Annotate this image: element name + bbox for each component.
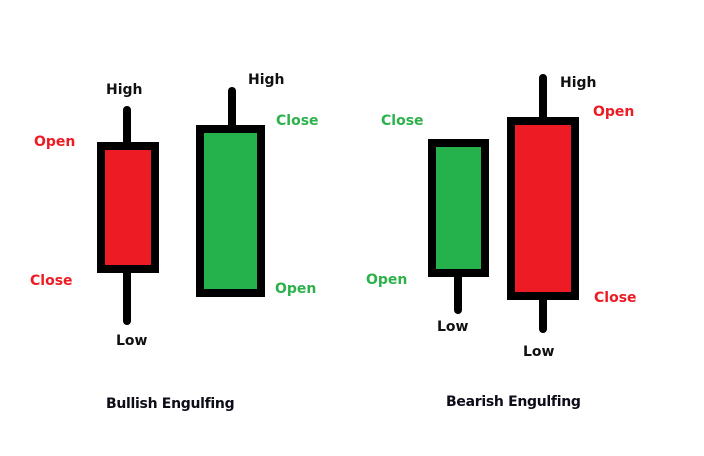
lower-wick [454, 272, 462, 314]
label-open: Open [34, 134, 76, 150]
label-open: Open [275, 281, 317, 297]
label-open: Open [366, 272, 408, 288]
label-open: Open [593, 104, 635, 120]
candle-body-green [196, 125, 265, 297]
label-close: Close [594, 290, 637, 306]
candle-body-red [97, 142, 159, 273]
upper-wick [539, 74, 547, 121]
label-high: High [248, 72, 285, 88]
candle-body-red [507, 117, 579, 300]
label-high: High [560, 75, 597, 91]
label-low: Low [116, 333, 148, 349]
label-close: Close [381, 113, 424, 129]
label-close: Close [30, 273, 73, 289]
label-close: Close [276, 113, 319, 129]
candle-body-green [428, 139, 489, 277]
caption-bearish-engulfing: Bearish Engulfing [446, 394, 581, 410]
lower-wick [539, 295, 547, 333]
upper-wick [123, 106, 131, 146]
upper-wick [228, 87, 236, 129]
lower-wick [123, 268, 131, 325]
label-low: Low [437, 319, 469, 335]
label-high: High [106, 82, 143, 98]
label-low: Low [523, 344, 555, 360]
caption-bullish-engulfing: Bullish Engulfing [106, 396, 235, 412]
